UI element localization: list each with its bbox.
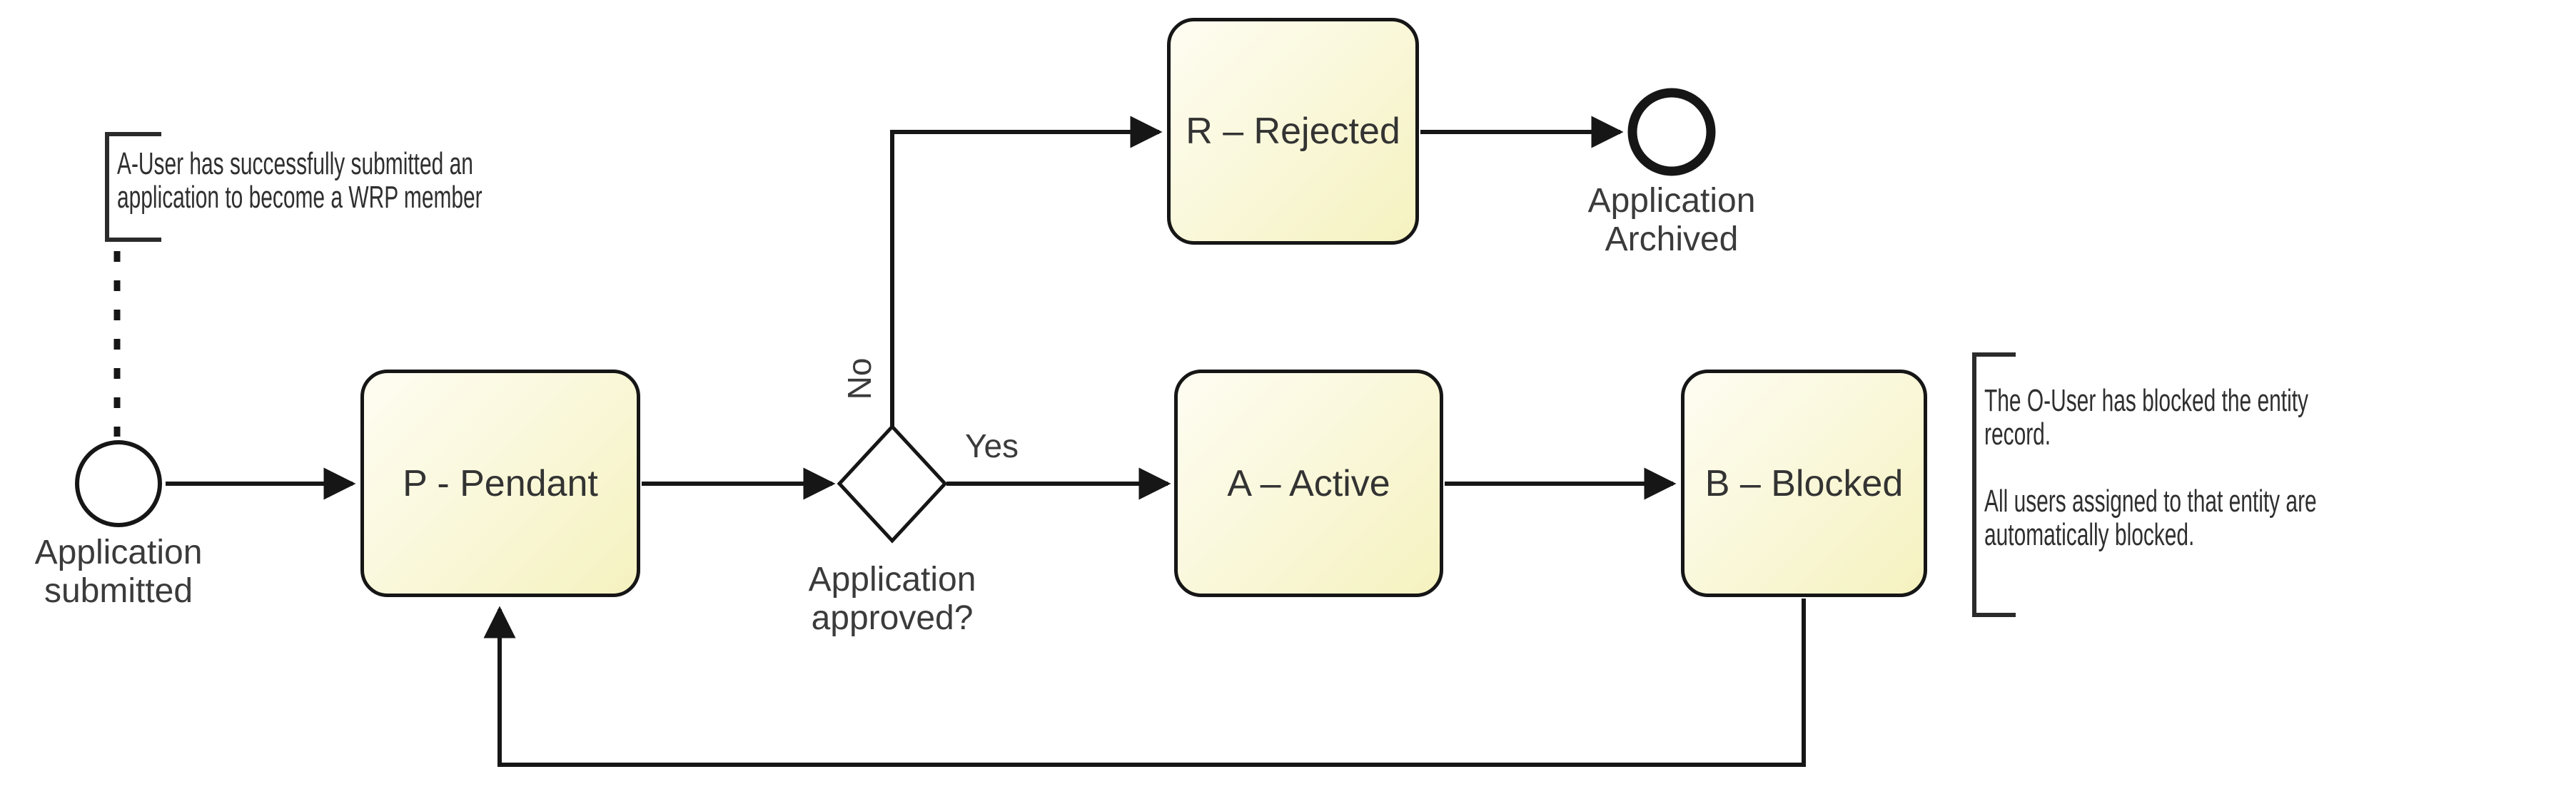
annotation-submitted-note: A-User has successfully submitted an app… (117, 146, 483, 215)
task-blocked: B – Blocked (1681, 370, 1927, 597)
gateway-diamond (837, 424, 948, 544)
branch-label-no: No (841, 357, 878, 400)
task-pendant-label: P - Pendant (403, 462, 598, 504)
annotation-blocked-note: The O-User has blocked the entity record… (1984, 383, 2317, 552)
task-active-label: A – Active (1227, 462, 1390, 504)
end-event-label: Application Archived (1587, 182, 1756, 258)
end-event-circle (1627, 88, 1716, 176)
flow-no-branch-to-rejected-arrow (890, 116, 1163, 427)
annotation-bracket-right (1972, 352, 2016, 617)
annotation-bracket-left (105, 132, 161, 242)
flow-blocked-loopback-to-pendant-arrow (483, 599, 1806, 767)
task-rejected: R – Rejected (1167, 18, 1419, 245)
task-blocked-label: B – Blocked (1704, 462, 1904, 504)
task-active: A – Active (1174, 370, 1443, 597)
start-event-label: Application submitted (34, 534, 203, 610)
start-event-circle (75, 440, 162, 527)
branch-label-yes: Yes (965, 427, 1019, 464)
task-pendant: P - Pendant (360, 370, 640, 597)
gateway-label: Application approved? (808, 561, 976, 637)
task-rejected-label: R – Rejected (1186, 111, 1400, 152)
